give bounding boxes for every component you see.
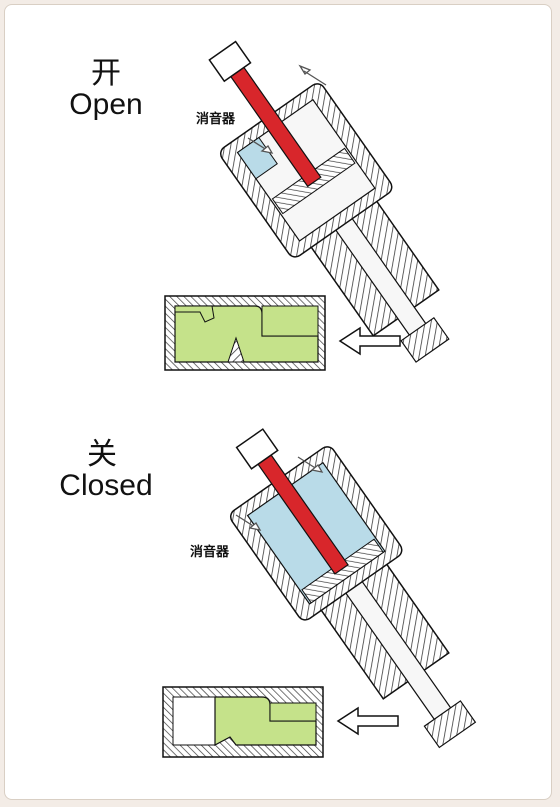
closed-state-label-en: Closed xyxy=(59,469,153,502)
open-valve-body xyxy=(164,295,326,371)
open-indicator-cap xyxy=(208,40,252,83)
closed-state-label-cn: 关 xyxy=(87,437,117,472)
open-state-label-cn: 开 xyxy=(91,56,121,91)
open-exhaust-arrow-muffler xyxy=(247,137,274,154)
closed-intake-arrow-muffler xyxy=(235,514,262,531)
open-exhaust-arrow-top xyxy=(298,64,327,86)
closed-valve-body xyxy=(162,686,324,758)
closed-valve-illustration xyxy=(162,428,477,758)
open-valve-disc xyxy=(400,316,450,363)
open-state-panel: 开 Open 消音器 xyxy=(0,0,560,403)
closed-muffler-label: 消音器 xyxy=(190,545,230,560)
open-flow-arrow xyxy=(338,326,401,356)
closed-valve-disc xyxy=(423,700,477,749)
open-actuator xyxy=(208,40,450,363)
closed-flow-arrow xyxy=(336,706,399,736)
closed-actuator xyxy=(229,428,477,749)
closed-indicator-cap xyxy=(235,428,279,470)
closed-state-panel: 关 Closed 消音器 xyxy=(0,403,560,807)
open-muffler-label: 消音器 xyxy=(196,112,236,127)
open-state-label-en: Open xyxy=(69,88,143,121)
closed-intake-arrow-top xyxy=(297,456,324,473)
open-valve-illustration xyxy=(164,40,450,371)
